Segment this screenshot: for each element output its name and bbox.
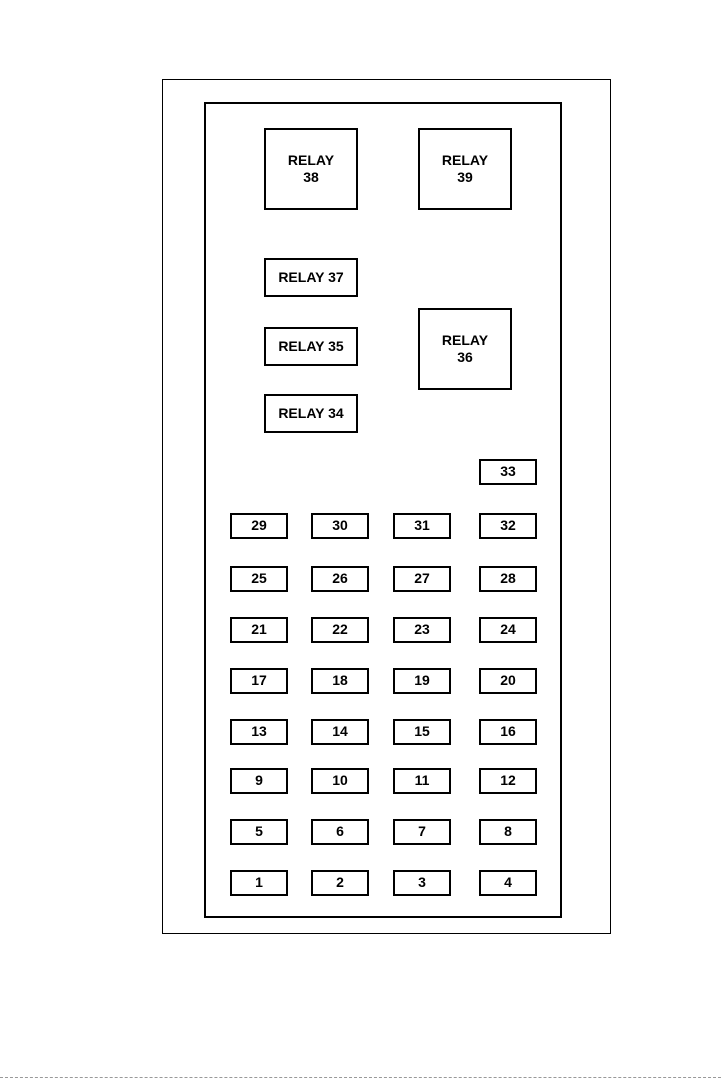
fuse-8-number: 8 bbox=[504, 823, 512, 841]
fuse-22-box: 22 bbox=[311, 617, 369, 643]
fuse-32-number: 32 bbox=[500, 517, 516, 535]
fuse-27-number: 27 bbox=[414, 570, 430, 588]
fuse-10-box: 10 bbox=[311, 768, 369, 794]
fuse-1-number: 1 bbox=[255, 874, 263, 892]
fuse-9-box: 9 bbox=[230, 768, 288, 794]
fuse-18-number: 18 bbox=[332, 672, 348, 690]
relay-34-label: RELAY 34 bbox=[278, 405, 343, 423]
fuse-16-number: 16 bbox=[500, 723, 516, 741]
fuse-6-number: 6 bbox=[336, 823, 344, 841]
fuse-2-number: 2 bbox=[336, 874, 344, 892]
relay-36-label: RELAY bbox=[442, 332, 488, 350]
fuse-12-box: 12 bbox=[479, 768, 537, 794]
fuse-panel bbox=[204, 102, 562, 918]
fuse-25-box: 25 bbox=[230, 566, 288, 592]
fuse-15-number: 15 bbox=[414, 723, 430, 741]
relay-36-number: 36 bbox=[457, 349, 473, 367]
fuse-13-box: 13 bbox=[230, 719, 288, 745]
fuse-20-number: 20 bbox=[500, 672, 516, 690]
fuse-23-box: 23 bbox=[393, 617, 451, 643]
fuse-3-number: 3 bbox=[418, 874, 426, 892]
fuse-33-box: 33 bbox=[479, 459, 537, 485]
fuse-11-number: 11 bbox=[415, 772, 430, 790]
fuse-19-box: 19 bbox=[393, 668, 451, 694]
fuse-31-number: 31 bbox=[414, 517, 430, 535]
fuse-20-box: 20 bbox=[479, 668, 537, 694]
fuse-29-box: 29 bbox=[230, 513, 288, 539]
fuse-19-number: 19 bbox=[414, 672, 430, 690]
fuse-7-number: 7 bbox=[418, 823, 426, 841]
fuse-10-number: 10 bbox=[332, 772, 348, 790]
fuse-28-box: 28 bbox=[479, 566, 537, 592]
fuse-30-box: 30 bbox=[311, 513, 369, 539]
fuse-14-box: 14 bbox=[311, 719, 369, 745]
fuse-4-number: 4 bbox=[504, 874, 512, 892]
fuse-5-number: 5 bbox=[255, 823, 263, 841]
relay-34-box: RELAY 34 bbox=[264, 394, 358, 433]
fuse-1-box: 1 bbox=[230, 870, 288, 896]
fuse-26-number: 26 bbox=[332, 570, 348, 588]
relay-37-label: RELAY 37 bbox=[278, 269, 343, 287]
relay-35-box: RELAY 35 bbox=[264, 327, 358, 366]
fuse-29-number: 29 bbox=[251, 517, 267, 535]
fuse-32-box: 32 bbox=[479, 513, 537, 539]
fuse-22-number: 22 bbox=[332, 621, 348, 639]
relay-35-label: RELAY 35 bbox=[278, 338, 343, 356]
fuse-17-number: 17 bbox=[251, 672, 267, 690]
fuse-26-box: 26 bbox=[311, 566, 369, 592]
fuse-6-box: 6 bbox=[311, 819, 369, 845]
fuse-4-box: 4 bbox=[479, 870, 537, 896]
fuse-7-box: 7 bbox=[393, 819, 451, 845]
fuse-24-box: 24 bbox=[479, 617, 537, 643]
fuse-33-number: 33 bbox=[500, 463, 516, 481]
fuse-28-number: 28 bbox=[500, 570, 516, 588]
fuse-9-number: 9 bbox=[255, 772, 263, 790]
fuse-24-number: 24 bbox=[500, 621, 516, 639]
fuse-12-number: 12 bbox=[500, 772, 516, 790]
fuse-2-box: 2 bbox=[311, 870, 369, 896]
fuse-21-box: 21 bbox=[230, 617, 288, 643]
fuse-3-box: 3 bbox=[393, 870, 451, 896]
fuse-25-number: 25 bbox=[251, 570, 267, 588]
fuse-16-box: 16 bbox=[479, 719, 537, 745]
fuse-5-box: 5 bbox=[230, 819, 288, 845]
fuse-8-box: 8 bbox=[479, 819, 537, 845]
fuse-18-box: 18 bbox=[311, 668, 369, 694]
page-bottom-rule bbox=[0, 1077, 721, 1078]
fuse-14-number: 14 bbox=[332, 723, 348, 741]
fuse-27-box: 27 bbox=[393, 566, 451, 592]
fuse-13-number: 13 bbox=[251, 723, 267, 741]
relay-39-label: RELAY bbox=[442, 152, 488, 170]
relay-38-number: 38 bbox=[303, 169, 319, 187]
fuse-17-box: 17 bbox=[230, 668, 288, 694]
fuse-31-box: 31 bbox=[393, 513, 451, 539]
fuse-23-number: 23 bbox=[414, 621, 430, 639]
relay-38-label: RELAY bbox=[288, 152, 334, 170]
fuse-15-box: 15 bbox=[393, 719, 451, 745]
relay-39-number: 39 bbox=[457, 169, 473, 187]
fuse-11-box: 11 bbox=[393, 768, 451, 794]
fuse-21-number: 21 bbox=[251, 621, 267, 639]
relay-37-box: RELAY 37 bbox=[264, 258, 358, 297]
fuse-30-number: 30 bbox=[332, 517, 348, 535]
